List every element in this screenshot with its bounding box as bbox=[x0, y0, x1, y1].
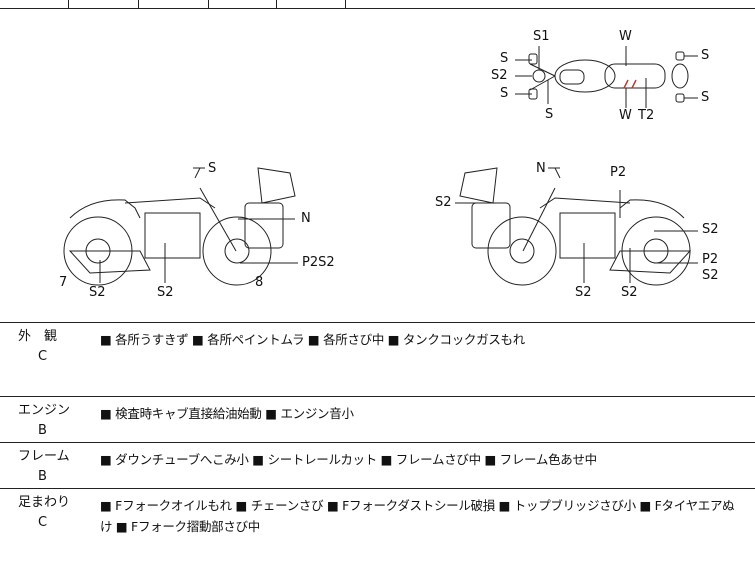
label-n: N bbox=[536, 161, 546, 176]
category-label: エンジン bbox=[18, 403, 71, 418]
row-exterior: 外 観 C ■ 各所うすきず ■ 各所ペイントムラ ■ 各所さび中 ■ タンクコ… bbox=[0, 322, 755, 396]
label-s: S bbox=[545, 107, 554, 122]
label-s: S bbox=[500, 86, 509, 101]
top-view-motorcycle bbox=[528, 51, 689, 103]
condition-notes: ■ 各所うすきず ■ 各所ペイントムラ ■ 各所さび中 ■ タンクコックガスもれ bbox=[100, 332, 525, 347]
label-s: S bbox=[701, 90, 710, 105]
label-s2: S2 bbox=[621, 285, 638, 300]
grade-value: C bbox=[38, 515, 48, 530]
label-s2: S2 bbox=[575, 285, 592, 300]
label-t2: T2 bbox=[638, 108, 655, 123]
grade-value: B bbox=[38, 423, 47, 438]
label-p2: P2 bbox=[702, 252, 719, 267]
category-label: フレーム bbox=[18, 449, 70, 464]
row-suspension: 足まわり C ■ Fフォークオイルもれ ■ チェーンさび ■ Fフォークダストシ… bbox=[0, 488, 755, 561]
right-side-motorcycle bbox=[459, 167, 692, 286]
left-side-motorcycle bbox=[63, 167, 296, 286]
scratch-marks bbox=[623, 79, 637, 89]
label-s2: S2 bbox=[702, 268, 719, 283]
label-w: W bbox=[619, 108, 632, 123]
label-s2: S2 bbox=[491, 68, 508, 83]
label-s1: S1 bbox=[533, 29, 550, 44]
label-8: 8 bbox=[255, 275, 264, 290]
category-label: 足まわり bbox=[18, 495, 71, 510]
label-7: 7 bbox=[59, 275, 68, 290]
row-engine: エンジン B ■ 検査時キャブ直接給油始動 ■ エンジン音小 bbox=[0, 396, 755, 442]
damage-diagram: S1 W S S2 S S S W T2 S S N P2S2 7 S2 S2 … bbox=[0, 8, 755, 322]
motorcycle-drawings bbox=[63, 46, 698, 286]
condition-notes: ■ Fフォークオイルもれ ■ チェーンさび ■ Fフォークダストシール破損 ■ … bbox=[100, 498, 735, 534]
category-label: 外 観 bbox=[18, 329, 58, 344]
condition-notes: ■ ダウンチューブへこみ小 ■ シートレールカット ■ フレームさび中 ■ フレ… bbox=[100, 452, 597, 467]
row-frame: フレーム B ■ ダウンチューブへこみ小 ■ シートレールカット ■ フレームさ… bbox=[0, 442, 755, 488]
label-p2: P2 bbox=[610, 165, 627, 180]
label-p2s2: P2S2 bbox=[302, 255, 335, 270]
label-s: S bbox=[500, 51, 509, 66]
label-s2: S2 bbox=[157, 285, 174, 300]
label-n: N bbox=[301, 211, 311, 226]
label-s: S bbox=[701, 48, 710, 63]
table-header-strip bbox=[0, 0, 755, 9]
label-s2: S2 bbox=[702, 222, 719, 237]
condition-notes: ■ 検査時キャブ直接給油始動 ■ エンジン音小 bbox=[100, 406, 354, 421]
label-s2: S2 bbox=[89, 285, 106, 300]
label-s2: S2 bbox=[435, 195, 452, 210]
label-s: S bbox=[208, 161, 217, 176]
grade-value: C bbox=[38, 349, 48, 364]
label-w: W bbox=[619, 29, 632, 44]
grade-value: B bbox=[38, 469, 47, 484]
